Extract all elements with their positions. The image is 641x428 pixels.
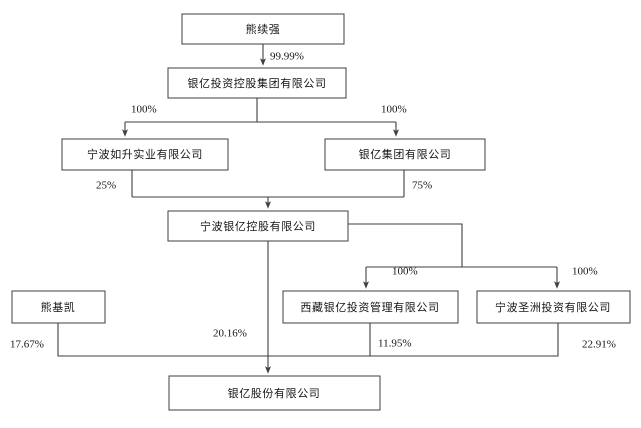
edge-label-100-yinyi-group: 100% [381, 104, 407, 116]
node-label: 银亿股份有限公司 [228, 386, 321, 400]
edge-label-100-shengzhou: 100% [572, 266, 598, 278]
edge-label-11-95: 11.95% [378, 338, 412, 350]
node-label: 宁波如升实业有限公司 [87, 147, 203, 161]
node-ningbo-shengzhou-investment[interactable]: 宁波圣洲投资有限公司 [476, 290, 631, 324]
node-yinyi-shares[interactable]: 银亿股份有限公司 [168, 375, 381, 411]
edge-label-25: 25% [96, 180, 116, 192]
node-label: 银亿集团有限公司 [359, 147, 452, 161]
node-label: 西藏银亿投资管理有限公司 [300, 300, 439, 314]
edge-label-20-16: 20.16% [213, 328, 247, 340]
edge-n5-right-stub [348, 223, 463, 267]
connector-layer [57, 44, 561, 374]
node-yinyi-group[interactable]: 银亿集团有限公司 [324, 138, 486, 171]
edge-label-22-91: 22.91% [582, 339, 616, 351]
node-xiongjikai[interactable]: 熊基凯 [11, 290, 106, 324]
node-label: 熊续强 [246, 22, 281, 36]
node-label: 熊基凯 [41, 300, 76, 314]
edge-label-100-rusheng: 100% [131, 104, 157, 116]
node-xiongxuqiang[interactable]: 熊续强 [181, 13, 345, 45]
edge-n2-split [125, 98, 396, 123]
edge-label-100-tibet: 100% [392, 266, 418, 278]
node-layer: 熊续强 银亿投资控股集团有限公司 宁波如升实业有限公司 银亿集团有限公司 宁波银… [11, 13, 631, 411]
percentage-label-layer: 99.99% 100% 100% 25% 75% 100% 100% 17.67… [10, 51, 616, 351]
node-tibet-yinyi-investment-management[interactable]: 西藏银亿投资管理有限公司 [282, 290, 459, 324]
node-label: 宁波银亿控股有限公司 [200, 219, 316, 233]
edge-n8-n9 [268, 323, 559, 357]
edge-label-75: 75% [412, 180, 432, 192]
edge-label-17-67: 17.67% [10, 339, 44, 351]
node-label: 宁波圣洲投资有限公司 [495, 300, 611, 314]
node-ningbo-rusheng-industrial[interactable]: 宁波如升实业有限公司 [61, 138, 229, 171]
edge-n6-n9 [57, 323, 268, 357]
edge-n7-n9 [268, 323, 371, 357]
node-yinyi-investment-holding-group[interactable]: 银亿投资控股集团有限公司 [167, 67, 347, 99]
node-label: 银亿投资控股集团有限公司 [187, 76, 326, 90]
edge-label-99-99: 99.99% [270, 51, 304, 63]
node-ningbo-yinyi-holding[interactable]: 宁波银亿控股有限公司 [167, 210, 349, 242]
